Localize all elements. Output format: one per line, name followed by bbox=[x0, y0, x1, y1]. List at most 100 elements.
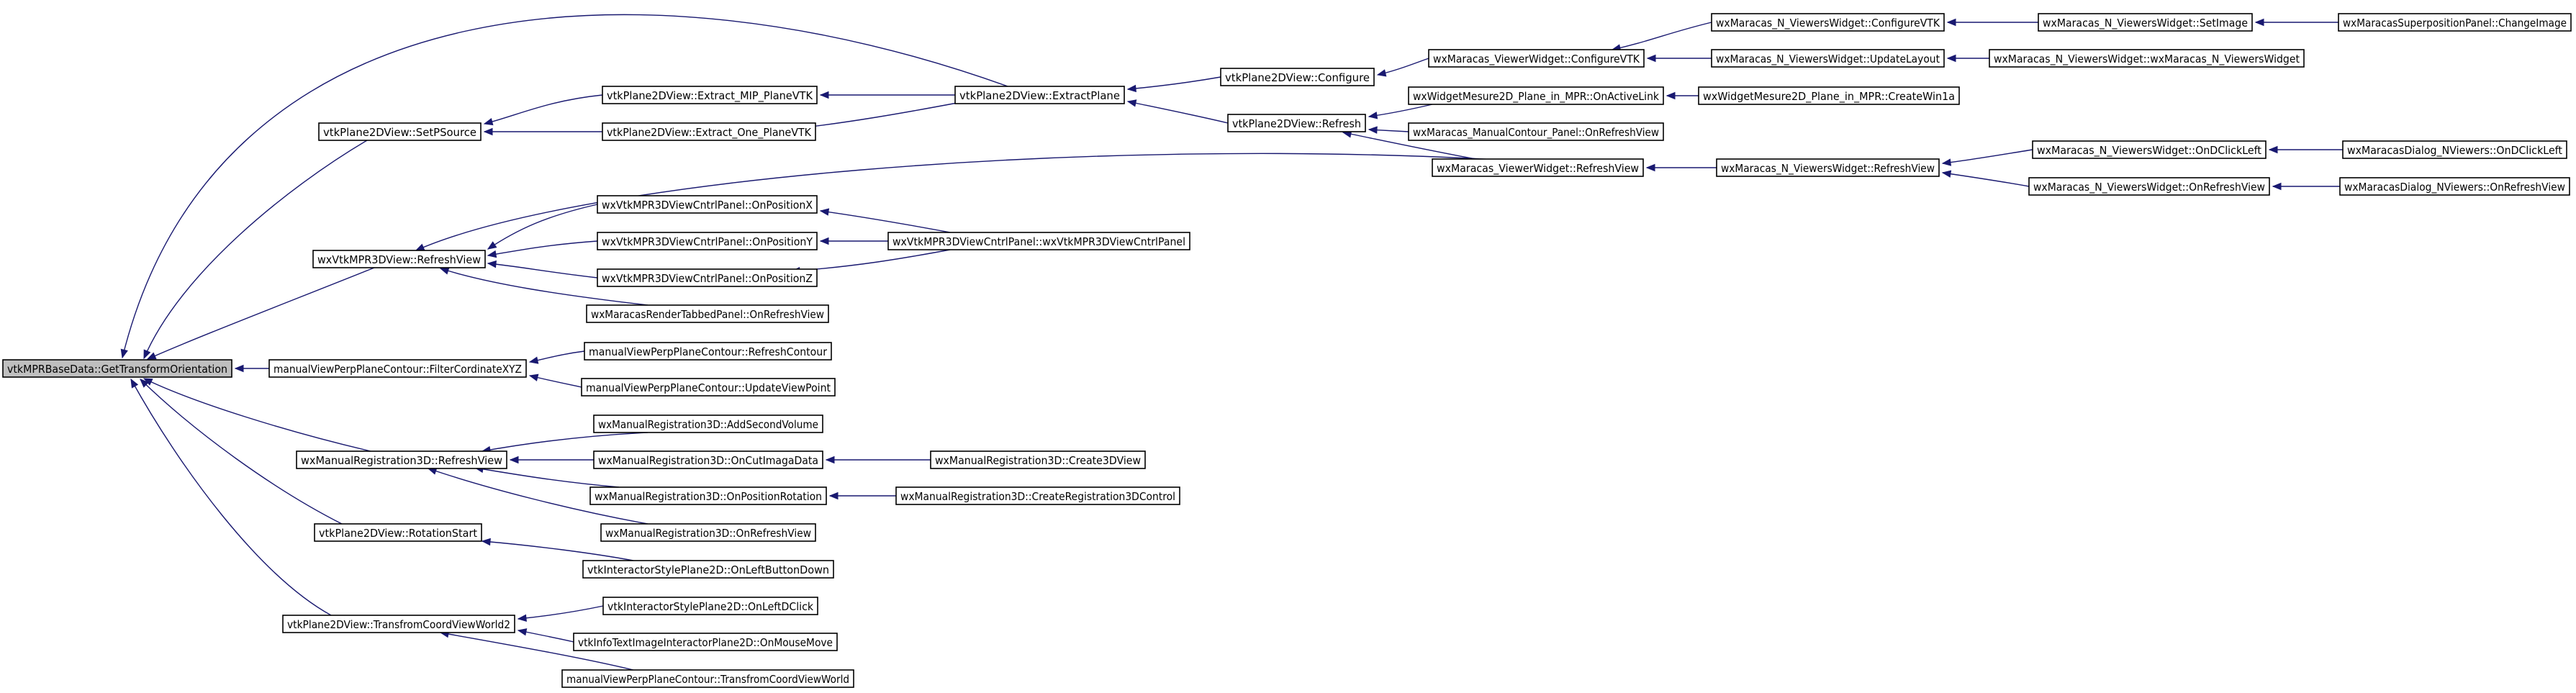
edge-n7-to-n1 bbox=[483, 94, 603, 126]
node-box[interactable] bbox=[2339, 177, 2570, 196]
graph-node-n22[interactable]: wxMaracas_N_ViewersWidget::RefreshView bbox=[1716, 158, 1940, 177]
graph-node-n33[interactable]: manualViewPerpPlaneContour::UpdateViewPo… bbox=[581, 378, 836, 397]
node-box[interactable] bbox=[1428, 49, 1645, 68]
graph-node-n7[interactable]: vtkPlane2DView::Extract_MIP_PlaneVTK bbox=[602, 86, 818, 104]
edge-n10-to-n9 bbox=[1126, 76, 1221, 93]
graph-node-n32[interactable]: manualViewPerpPlaneContour::RefreshConto… bbox=[584, 342, 832, 361]
graph-node-n39[interactable]: wxManualRegistration3D::OnRefreshView bbox=[600, 523, 816, 542]
graph-node-n0[interactable]: vtkMPRBaseData::GetTransformOrientation bbox=[2, 359, 232, 378]
node-box[interactable] bbox=[282, 615, 515, 633]
node-box[interactable] bbox=[589, 486, 827, 505]
node-box[interactable] bbox=[312, 250, 486, 268]
node-box[interactable] bbox=[573, 633, 838, 651]
graph-node-n1[interactable]: vtkPlane2DView::SetPSource bbox=[318, 122, 482, 141]
graph-node-n34[interactable]: wxManualRegistration3D::AddSecondVolume bbox=[593, 415, 823, 433]
node-box[interactable] bbox=[2, 359, 232, 378]
node-box[interactable] bbox=[561, 669, 854, 688]
node-box[interactable] bbox=[2338, 13, 2572, 32]
node-box[interactable] bbox=[600, 523, 816, 542]
edge-arrowhead bbox=[2272, 182, 2282, 191]
node-box[interactable] bbox=[602, 86, 818, 104]
graph-node-n42[interactable]: vtkInfoTextImageInteractorPlane2D::OnMou… bbox=[573, 633, 838, 651]
graph-node-n9[interactable]: vtkPlane2DView::ExtractPlane bbox=[954, 86, 1125, 104]
graph-node-n10[interactable]: vtkPlane2DView::Configure bbox=[1220, 68, 1375, 86]
graph-node-n2[interactable]: wxVtkMPR3DView::RefreshView bbox=[312, 250, 486, 268]
graph-node-n38[interactable]: wxManualRegistration3D::CreateRegistrati… bbox=[895, 486, 1180, 505]
node-box[interactable] bbox=[1989, 49, 2305, 68]
graph-node-n3[interactable]: manualViewPerpPlaneContour::FilterCordin… bbox=[268, 359, 527, 378]
edge-arrowhead bbox=[819, 91, 829, 99]
node-box[interactable] bbox=[1408, 86, 1664, 105]
graph-node-n28[interactable]: wxVtkMPR3DViewCntrlPanel::OnPositionY bbox=[597, 232, 818, 250]
graph-node-n41[interactable]: vtkInteractorStylePlane2D::OnLeftDClick bbox=[602, 597, 818, 615]
node-box[interactable] bbox=[593, 415, 823, 433]
node-box[interactable] bbox=[584, 342, 832, 361]
graph-node-n5[interactable]: vtkPlane2DView::RotationStart bbox=[314, 523, 482, 542]
graph-node-n18[interactable]: wxWidgetMesure2D_Plane_in_MPR::OnActiveL… bbox=[1408, 86, 1664, 105]
node-box[interactable] bbox=[1711, 13, 1945, 32]
graph-node-n19[interactable]: wxWidgetMesure2D_Plane_in_MPR::CreateWin… bbox=[1698, 86, 1960, 105]
edge-line bbox=[415, 153, 1498, 251]
node-box[interactable] bbox=[296, 450, 507, 469]
node-box[interactable] bbox=[930, 450, 1146, 469]
node-box[interactable] bbox=[954, 86, 1125, 104]
node-box[interactable] bbox=[1220, 68, 1375, 86]
graph-node-n4[interactable]: wxManualRegistration3D::RefreshView bbox=[296, 450, 507, 469]
node-box[interactable] bbox=[597, 268, 818, 287]
node-box[interactable] bbox=[314, 523, 482, 542]
graph-node-n25[interactable]: wxMaracas_N_ViewersWidget::OnRefreshView bbox=[2028, 177, 2270, 196]
edge-line bbox=[487, 263, 598, 278]
graph-node-n21[interactable]: wxMaracas_ViewerWidget::RefreshView bbox=[1432, 158, 1644, 177]
node-box[interactable] bbox=[1716, 158, 1940, 177]
graph-node-n26[interactable]: wxMaracasDialog_NViewers::OnRefreshView bbox=[2339, 177, 2570, 196]
node-box[interactable] bbox=[586, 304, 829, 323]
graph-node-n35[interactable]: wxManualRegistration3D::OnCutImagaData bbox=[593, 450, 823, 469]
node-box[interactable] bbox=[2028, 177, 2270, 196]
graph-node-n11[interactable]: vtkPlane2DView::Refresh bbox=[1227, 114, 1366, 132]
node-label: wxMaracasSuperpositionPanel::ChangeImage bbox=[2343, 17, 2567, 30]
node-box[interactable] bbox=[1432, 158, 1644, 177]
node-box[interactable] bbox=[887, 232, 1190, 250]
graph-node-n6[interactable]: vtkPlane2DView::TransfromCoordViewWorld2 bbox=[282, 615, 515, 633]
node-box[interactable] bbox=[895, 486, 1180, 505]
graph-node-n12[interactable]: wxMaracas_ViewerWidget::ConfigureVTK bbox=[1428, 49, 1645, 68]
graph-node-n36[interactable]: wxManualRegistration3D::Create3DView bbox=[930, 450, 1146, 469]
node-box[interactable] bbox=[268, 359, 527, 378]
node-box[interactable] bbox=[593, 450, 823, 469]
edge-line bbox=[1127, 76, 1221, 90]
graph-node-n31[interactable]: wxMaracasRenderTabbedPanel::OnRefreshVie… bbox=[586, 304, 829, 323]
graph-node-n13[interactable]: wxMaracas_N_ViewersWidget::ConfigureVTK bbox=[1711, 13, 1945, 32]
node-box[interactable] bbox=[597, 232, 818, 250]
node-box[interactable] bbox=[318, 122, 482, 141]
node-label: manualViewPerpPlaneContour::FilterCordin… bbox=[274, 363, 522, 376]
node-box[interactable] bbox=[1711, 49, 1945, 68]
graph-node-n23[interactable]: wxMaracas_N_ViewersWidget::OnDClickLeft bbox=[2032, 140, 2267, 159]
node-box[interactable] bbox=[2032, 140, 2267, 159]
edge-line bbox=[1342, 132, 1476, 160]
graph-node-n24[interactable]: wxMaracasDialog_NViewers::OnDClickLeft bbox=[2342, 140, 2567, 159]
node-box[interactable] bbox=[2342, 140, 2567, 159]
node-box[interactable] bbox=[2038, 13, 2253, 32]
graph-node-n20[interactable]: wxMaracas_ManualContour_Panel::OnRefresh… bbox=[1408, 122, 1664, 141]
graph-node-n37[interactable]: wxManualRegistration3D::OnPositionRotati… bbox=[589, 486, 827, 505]
graph-node-n27[interactable]: wxVtkMPR3DViewCntrlPanel::OnPositionX bbox=[597, 195, 818, 214]
node-box[interactable] bbox=[1227, 114, 1366, 132]
node-box[interactable] bbox=[602, 597, 818, 615]
graph-node-n40[interactable]: vtkInteractorStylePlane2D::OnLeftButtonD… bbox=[582, 560, 834, 579]
node-box[interactable] bbox=[597, 195, 818, 214]
graph-node-n29[interactable]: wxVtkMPR3DViewCntrlPanel::OnPositionZ bbox=[597, 268, 818, 287]
graph-node-n14[interactable]: wxMaracas_N_ViewersWidget::SetImage bbox=[2038, 13, 2253, 32]
node-box[interactable] bbox=[1698, 86, 1960, 105]
node-box[interactable] bbox=[602, 122, 816, 141]
node-label: vtkPlane2DView::ExtractPlane bbox=[959, 89, 1120, 102]
node-box[interactable] bbox=[582, 560, 834, 579]
graph-node-n16[interactable]: wxMaracas_N_ViewersWidget::UpdateLayout bbox=[1711, 49, 1945, 68]
graph-node-n43[interactable]: manualViewPerpPlaneContour::TransfromCoo… bbox=[561, 669, 854, 688]
node-box[interactable] bbox=[1408, 122, 1664, 141]
graph-node-n15[interactable]: wxMaracasSuperpositionPanel::ChangeImage bbox=[2338, 13, 2572, 32]
graph-node-n30[interactable]: wxVtkMPR3DViewCntrlPanel::wxVtkMPR3DView… bbox=[887, 232, 1190, 250]
graph-node-n17[interactable]: wxMaracas_N_ViewersWidget::wxMaracas_N_V… bbox=[1989, 49, 2305, 68]
node-box[interactable] bbox=[581, 378, 836, 397]
edge-arrowhead bbox=[1946, 54, 1956, 63]
graph-node-n8[interactable]: vtkPlane2DView::Extract_One_PlaneVTK bbox=[602, 122, 816, 141]
